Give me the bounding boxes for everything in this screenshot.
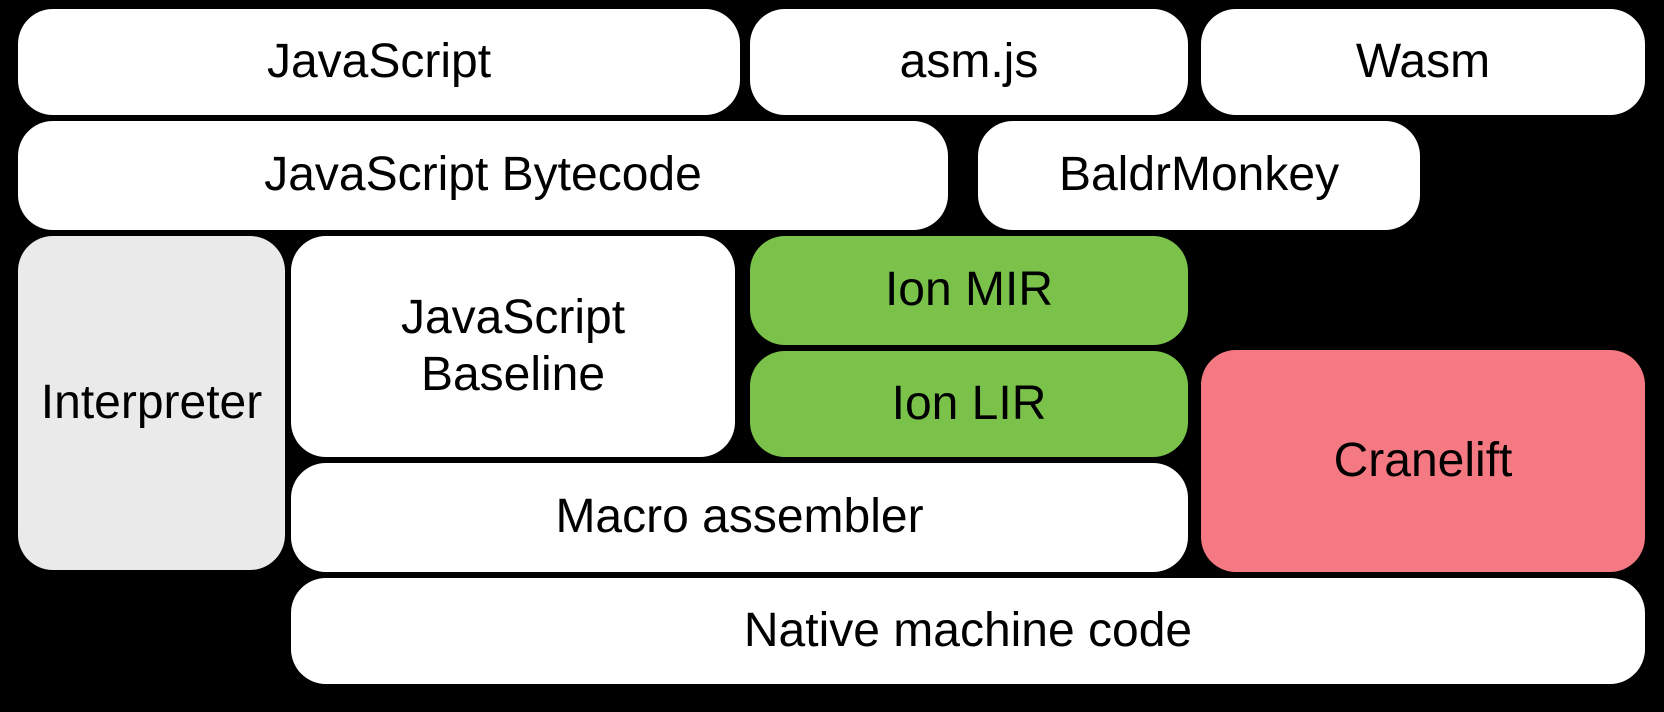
box-native-machine-code-label: Native machine code bbox=[743, 603, 1193, 657]
box-macro-assembler: Macro assembler bbox=[291, 463, 1188, 572]
box-interpreter: Interpreter bbox=[18, 236, 285, 570]
box-javascript-bytecode-label: JavaScript Bytecode bbox=[264, 148, 702, 202]
box-javascript-label: JavaScript bbox=[266, 34, 492, 88]
box-baldrmonkey: BaldrMonkey bbox=[978, 121, 1420, 230]
box-ion-mir: Ion MIR bbox=[750, 236, 1188, 345]
box-baldrmonkey-label: BaldrMonkey bbox=[1058, 148, 1340, 202]
box-ion-mir-label: Ion MIR bbox=[884, 263, 1054, 317]
box-asmjs: asm.js bbox=[750, 9, 1188, 115]
box-javascript-baseline: JavaScript Baseline bbox=[291, 236, 735, 457]
box-javascript-bytecode: JavaScript Bytecode bbox=[18, 121, 948, 230]
box-interpreter-label: Interpreter bbox=[40, 375, 263, 429]
box-javascript: JavaScript bbox=[18, 9, 740, 115]
box-native-machine-code: Native machine code bbox=[291, 578, 1645, 684]
box-javascript-baseline-label: JavaScript Baseline bbox=[400, 290, 626, 401]
box-ion-lir-label: Ion LIR bbox=[891, 376, 1047, 430]
box-ion-lir: Ion LIR bbox=[750, 351, 1188, 457]
box-wasm: Wasm bbox=[1201, 9, 1645, 115]
box-cranelift-label: Cranelift bbox=[1333, 433, 1513, 487]
box-macro-assembler-label: Macro assembler bbox=[555, 490, 924, 544]
box-wasm-label: Wasm bbox=[1355, 34, 1491, 88]
box-cranelift: Cranelift bbox=[1201, 350, 1645, 572]
box-asmjs-label: asm.js bbox=[899, 34, 1039, 88]
